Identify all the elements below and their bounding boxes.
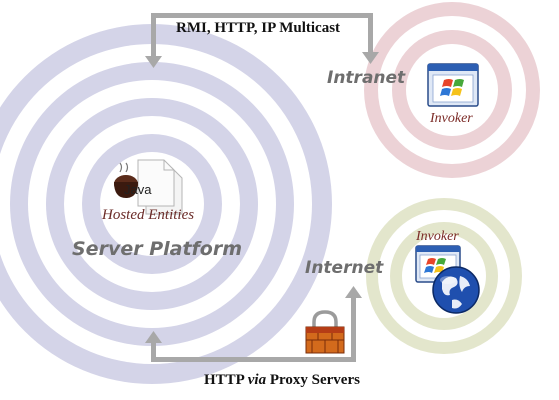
bottom-protocols-suffix: Proxy Servers xyxy=(269,372,360,388)
bottom-protocols-label: HTTP via Proxy Servers xyxy=(204,372,360,389)
bottom-connection-arrow xyxy=(145,286,362,362)
java-coffee-documents-icon xyxy=(114,159,183,215)
bottom-protocols-via: via xyxy=(247,372,267,388)
windows-globe-icon xyxy=(415,245,480,314)
bottom-protocols-prefix: HTTP xyxy=(204,372,245,388)
java-label: Java xyxy=(124,182,152,197)
padlock-firewall-icon xyxy=(305,310,345,354)
top-connection-arrow xyxy=(145,13,379,68)
internet-label: Internet xyxy=(305,258,384,278)
server-platform-label: Server Platform xyxy=(72,238,243,260)
intranet-invoker-label: Invoker xyxy=(430,111,473,126)
hosted-entities-label: Hosted Entities xyxy=(102,207,195,223)
internet-invoker-label: Invoker xyxy=(416,229,459,244)
intranet-label: Intranet xyxy=(327,68,406,88)
windows-app-icon xyxy=(427,63,479,107)
top-protocols-label: RMI, HTTP, IP Multicast xyxy=(176,20,341,36)
